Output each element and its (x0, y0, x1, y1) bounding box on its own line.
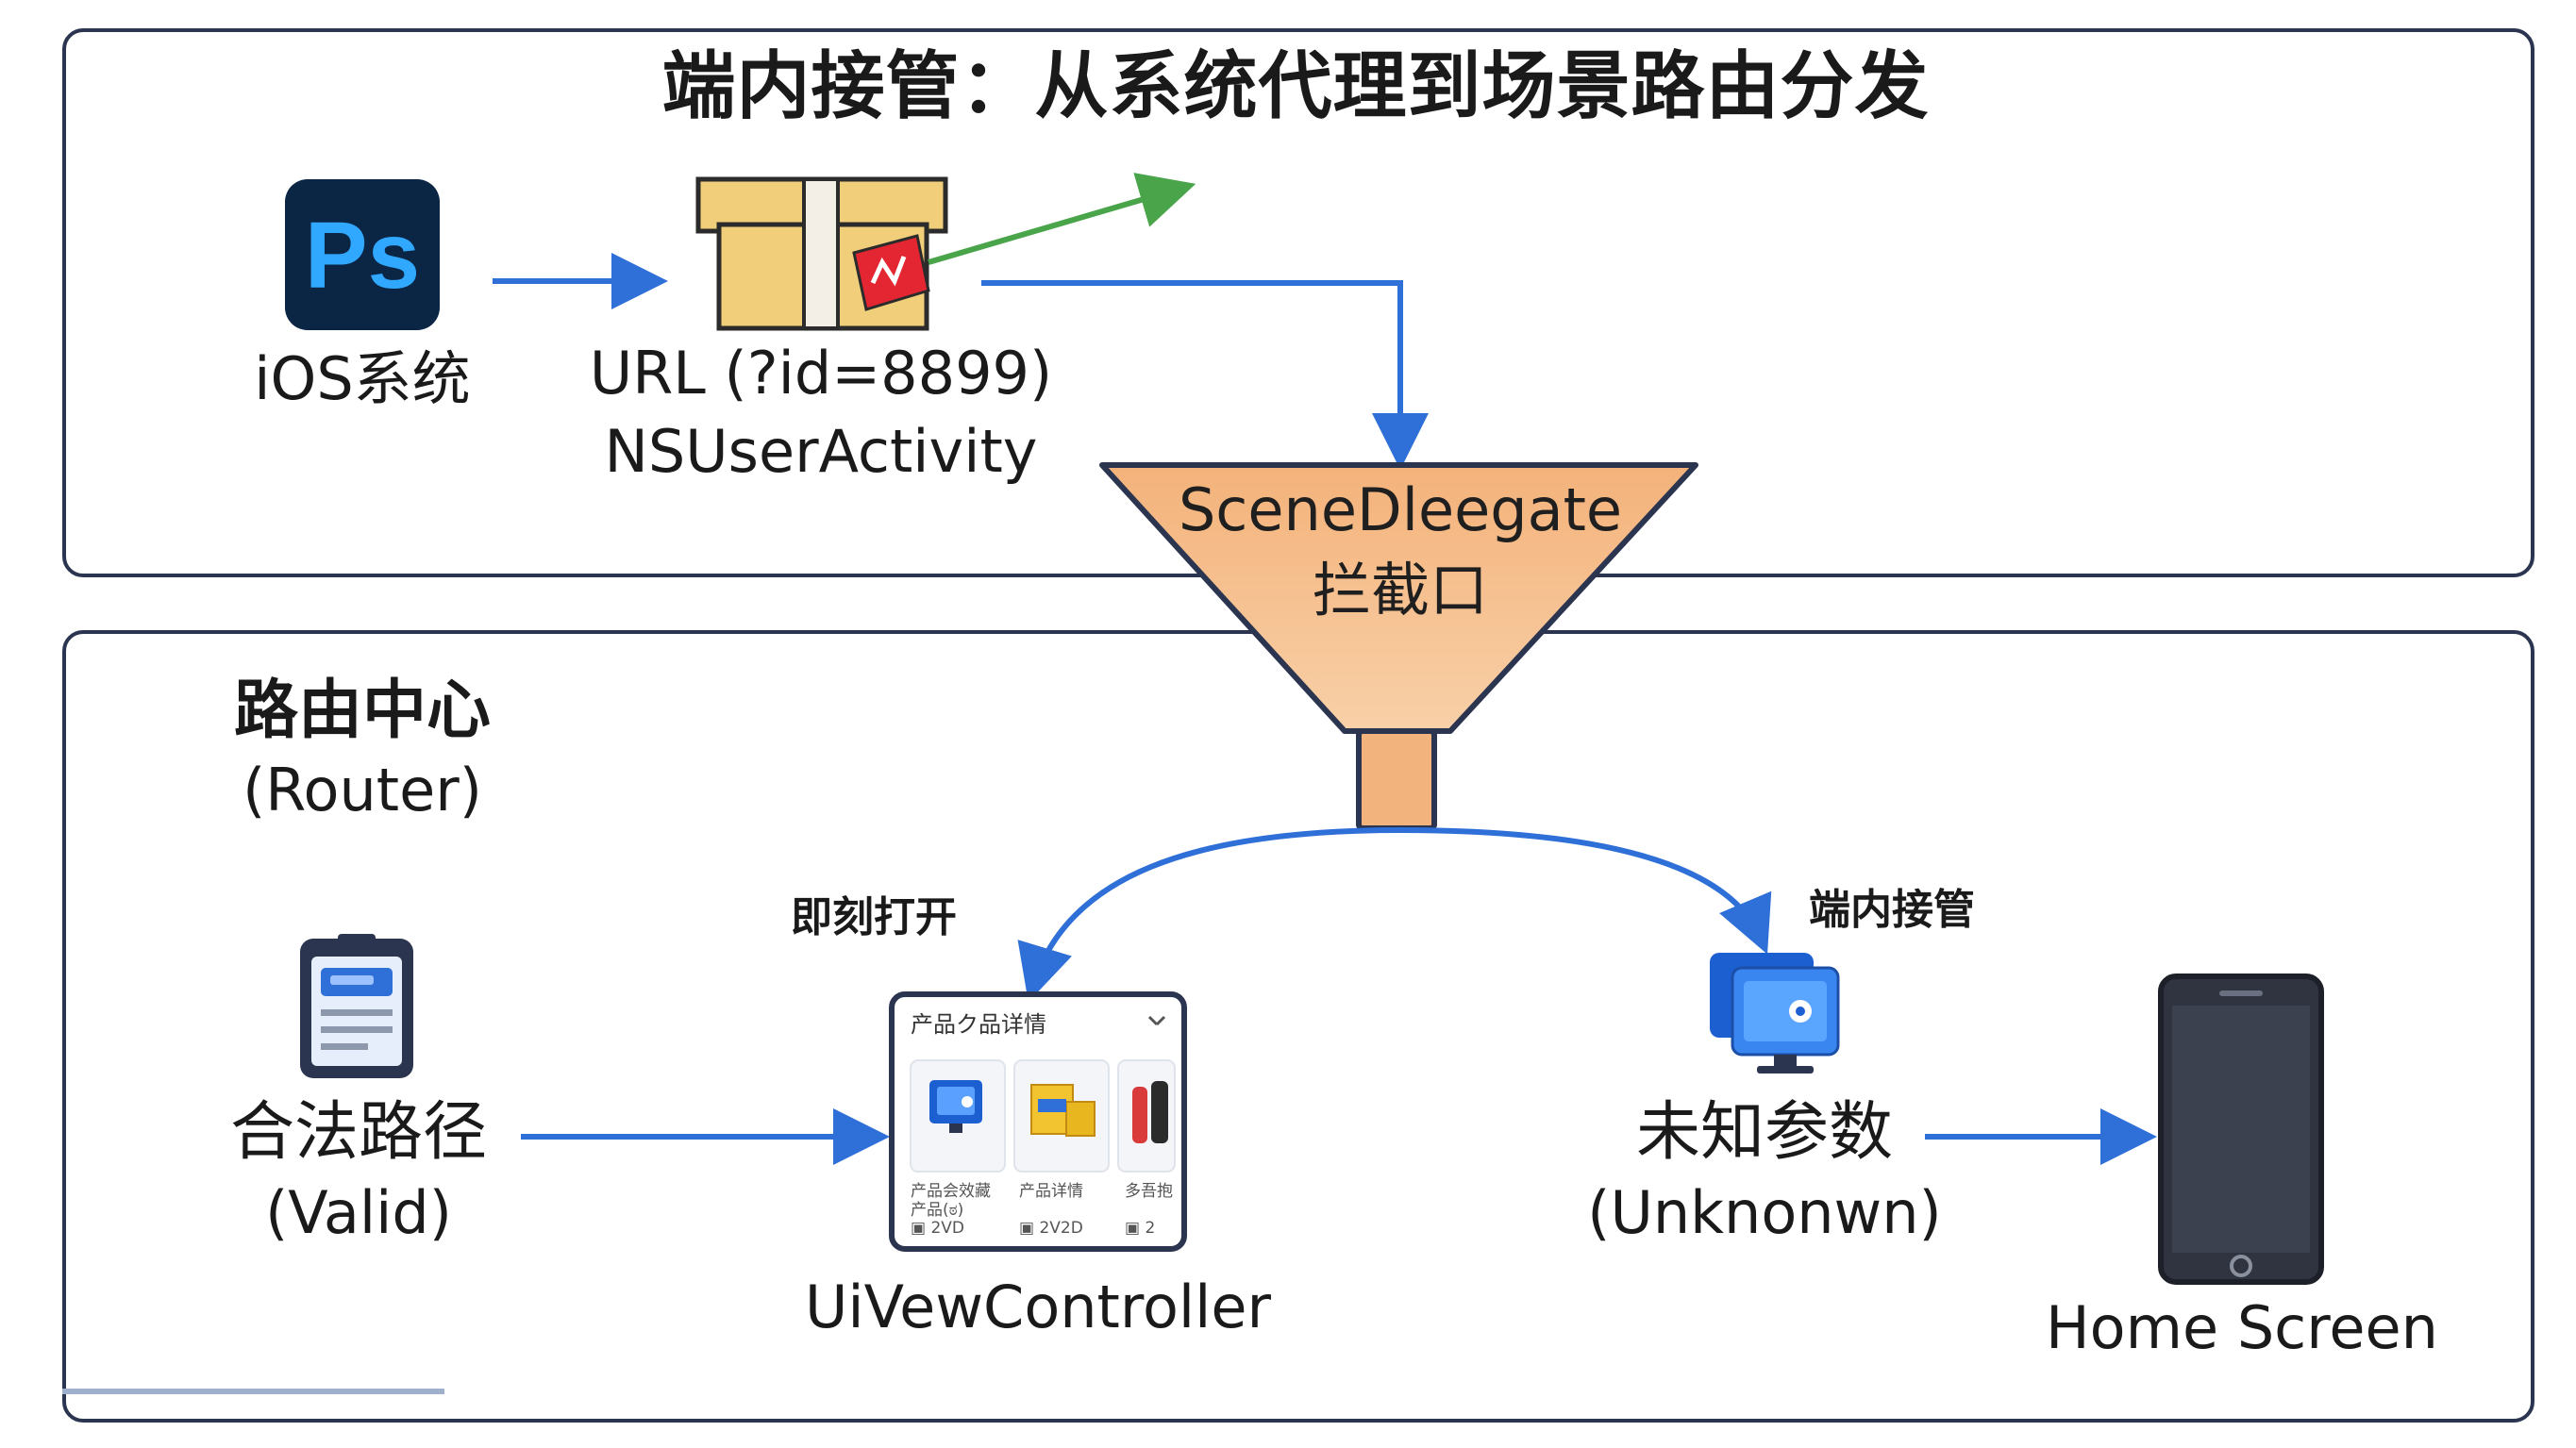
valid-label: 合法路径 (229, 1095, 488, 1170)
edge-label-in-app: 端内接管 (1809, 886, 1975, 934)
unknown-label: 未知参数 (1635, 1095, 1894, 1170)
valid-sublabel: (Valid) (265, 1178, 452, 1247)
card-3-meta: ▣ 2 (1125, 1219, 1156, 1238)
card-1-caption2: 产品(ಠ) (911, 1201, 964, 1220)
payload-url-label: URL (?id=8899) (589, 339, 1053, 408)
ps-icon-text: Ps (305, 203, 420, 308)
router-subtitle: (Router) (243, 756, 482, 824)
card-2-caption: 产品详情 (1019, 1182, 1083, 1201)
arrow-funnel-to-unknown (1399, 827, 1772, 955)
viewcontroller-screen (889, 991, 1187, 1252)
payload-activity-label: NSUserActivity (604, 417, 1038, 486)
package-box-icon (695, 176, 948, 331)
diagram-title: 端内接管：从系统代理到场景路由分发 (661, 44, 1930, 129)
ps-app-icon: Ps (285, 179, 440, 330)
edge-label-open-now: 即刻打开 (791, 893, 957, 941)
card-2-meta: ▣ 2V2D (1019, 1219, 1083, 1238)
router-title: 路由中心 (233, 674, 492, 748)
panel-accent-line (62, 1389, 444, 1394)
unknown-sublabel: (Unknonwn) (1587, 1178, 1942, 1247)
card-1-meta: ▣ 2VD (911, 1219, 965, 1238)
viewcontroller-label: UiVewController (804, 1273, 1272, 1341)
phone-icon (2158, 974, 2324, 1285)
clipboard-icon (300, 934, 413, 1078)
card-1-caption: 产品会效藏 (911, 1182, 991, 1201)
card-3-caption: 多吾抱 (1125, 1182, 1173, 1201)
ios-label: iOS系统 (254, 344, 471, 413)
arrow-payload-to-funnel (981, 280, 1429, 470)
screen-title: 产品ク品详情 (911, 1011, 1046, 1038)
home-screen-label: Home Screen (2046, 1293, 2438, 1362)
arrow-funnel-to-viewcontroller (1017, 827, 1401, 1003)
funnel-label-intercept: 拦截口 (1312, 556, 1489, 624)
funnel-label-scene: SceneDleegate (1178, 475, 1623, 544)
monitor-icon (1710, 953, 1840, 1074)
arrow-green-out (928, 173, 1196, 265)
